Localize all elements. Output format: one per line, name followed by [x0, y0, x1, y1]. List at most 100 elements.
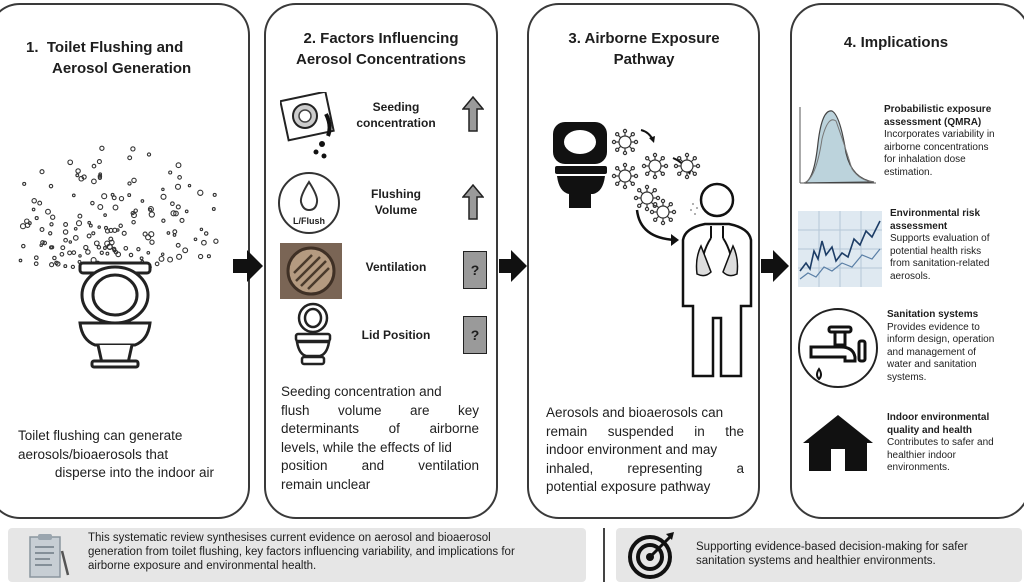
aerosol-particle: [206, 254, 211, 259]
panel3-title: 3. Airborne Exposure Pathway: [533, 28, 755, 70]
qmra-title-line2: assessment (QMRA): [884, 116, 982, 128]
footer-goal-box: [616, 528, 1022, 582]
aerosol-particle: [67, 250, 73, 256]
summary-line1: This systematic review synthesises curre…: [88, 532, 491, 544]
panel3-description: Aerosols and bioaerosols can remain susp…: [546, 404, 744, 497]
panel3-desc-line5: potential exposure pathway: [546, 479, 711, 494]
aerosol-particle: [112, 204, 119, 211]
aerosol-particle: [75, 168, 81, 174]
goal-line2: sanitation systems and healthier environ…: [696, 555, 936, 567]
sanitation-desc-line3: and management of: [887, 346, 976, 358]
panel3-desc-line2: remain suspended in the: [546, 423, 744, 439]
aerosol-particle: [175, 242, 181, 248]
aerosol-particle: [213, 238, 219, 244]
aerosol-particle: [70, 264, 76, 270]
aerosol-particle: [146, 152, 152, 157]
panel1-title-text1: Toilet Flushing and: [46, 39, 184, 56]
footer-goal-text: Supporting evidence-based decision-makin…: [696, 540, 1018, 568]
aerosol-particle: [63, 237, 68, 243]
aerosol-particle: [118, 223, 123, 229]
aerosol-particle: [160, 193, 167, 200]
aerosol-particle: [49, 262, 55, 268]
aerosol-particle: [161, 218, 166, 223]
aerosol-particle: [75, 173, 80, 178]
qmra-desc-line1: Incorporates variability in: [884, 129, 995, 140]
toilet-icon: [294, 302, 332, 366]
aerosol-particle: [116, 228, 120, 232]
aerosol-particle: [99, 250, 104, 255]
panel1-title-line1: 1. Toilet Flushing and: [26, 37, 236, 58]
aerosol-particle: [50, 214, 56, 220]
aerosol-particle: [96, 159, 102, 165]
aerosol-particle: [31, 198, 37, 204]
aerosol-particle: [161, 187, 165, 192]
panel2-desc-line5: position and ventilation: [281, 458, 479, 473]
aerosol-particle: [85, 249, 91, 255]
aerosol-particle: [118, 195, 125, 202]
aerosol-particle: [48, 245, 54, 250]
aerosol-particle: [170, 201, 175, 207]
factor-flushing-label: Flushing Volume: [340, 186, 452, 218]
arrow-right-icon: [761, 250, 789, 282]
factor-lid-label: Lid Position: [340, 327, 452, 343]
aerosol-particle: [131, 177, 137, 184]
aerosol-particle: [75, 220, 83, 227]
aerosol-particle: [91, 163, 97, 169]
risk-title-line2: assessment: [890, 220, 948, 232]
aerosol-particle: [176, 253, 183, 260]
panel3-desc-line3: indoor environment and may: [546, 442, 718, 457]
aerosol-particle: [48, 183, 54, 189]
panel2-desc-line1: Seeding concentration and: [281, 384, 442, 399]
aerosol-particle: [123, 245, 129, 251]
sanitation-desc-line1: Provides evidence to: [887, 321, 980, 333]
indoor-desc-line3: environments.: [887, 462, 950, 473]
aerosol-particle: [77, 213, 83, 219]
aerosol-particle: [103, 225, 109, 230]
panel2-desc-line4: levels, while the effects of lid: [281, 439, 452, 455]
aerosol-particle: [103, 213, 107, 217]
aerosol-particle: [55, 261, 61, 267]
factor-lid-line1: Lid Position: [361, 328, 431, 342]
aerosol-particle: [168, 170, 173, 175]
aerosol-particle: [97, 225, 101, 229]
aerosol-particle: [201, 239, 207, 246]
panel3-title-line1: 3. Airborne Exposure: [568, 30, 720, 47]
aerosol-particle: [87, 220, 92, 225]
petri-dish-icon: [280, 92, 335, 159]
aerosol-particle: [199, 227, 204, 232]
aerosol-particle: [91, 178, 97, 185]
risk-desc-line1: Supports evaluation of: [890, 233, 990, 244]
virus-particle-icon: [633, 184, 661, 212]
aerosol-particle: [111, 246, 117, 252]
aerosol-particle: [127, 193, 132, 198]
aerosol-particle: [187, 183, 192, 188]
sanitation-desc-line4: water and sanitation: [887, 359, 977, 370]
aerosol-particle: [60, 245, 66, 251]
aerosol-particle: [22, 181, 27, 186]
aerosol-particle: [167, 256, 174, 263]
aerosol-particle: [158, 255, 165, 262]
panel4-title: 4. Implications: [843, 34, 949, 51]
factor-seeding-label: Seeding concentration: [340, 99, 452, 131]
factor-seeding-line1: Seeding: [372, 100, 420, 114]
indoor-desc-line2: healthier indoor: [887, 449, 956, 461]
aerosol-particle: [172, 229, 178, 235]
factor-flushing-line1: Flushing: [371, 187, 421, 201]
aerosol-particle: [96, 245, 102, 250]
aerosol-particle: [173, 210, 179, 217]
aerosol-particle: [105, 251, 110, 256]
aerosol-particle: [59, 251, 65, 257]
aerosol-particle: [45, 208, 51, 215]
target-icon: [628, 532, 674, 579]
aerosol-particle: [170, 210, 177, 217]
sanitation-desc-line2: inform design, operation: [887, 334, 995, 345]
aerosol-particle: [78, 175, 85, 182]
aerosol-particle: [90, 200, 95, 206]
factor-seeding-line2: concentration: [356, 116, 436, 130]
aerosol-particle: [128, 252, 134, 258]
distribution-curve-icon: [799, 107, 876, 184]
aerosol-particle: [148, 211, 155, 218]
aerosol-spray-icon: [18, 145, 219, 369]
aerosol-particle: [39, 227, 45, 232]
aerosol-particle: [99, 145, 105, 151]
